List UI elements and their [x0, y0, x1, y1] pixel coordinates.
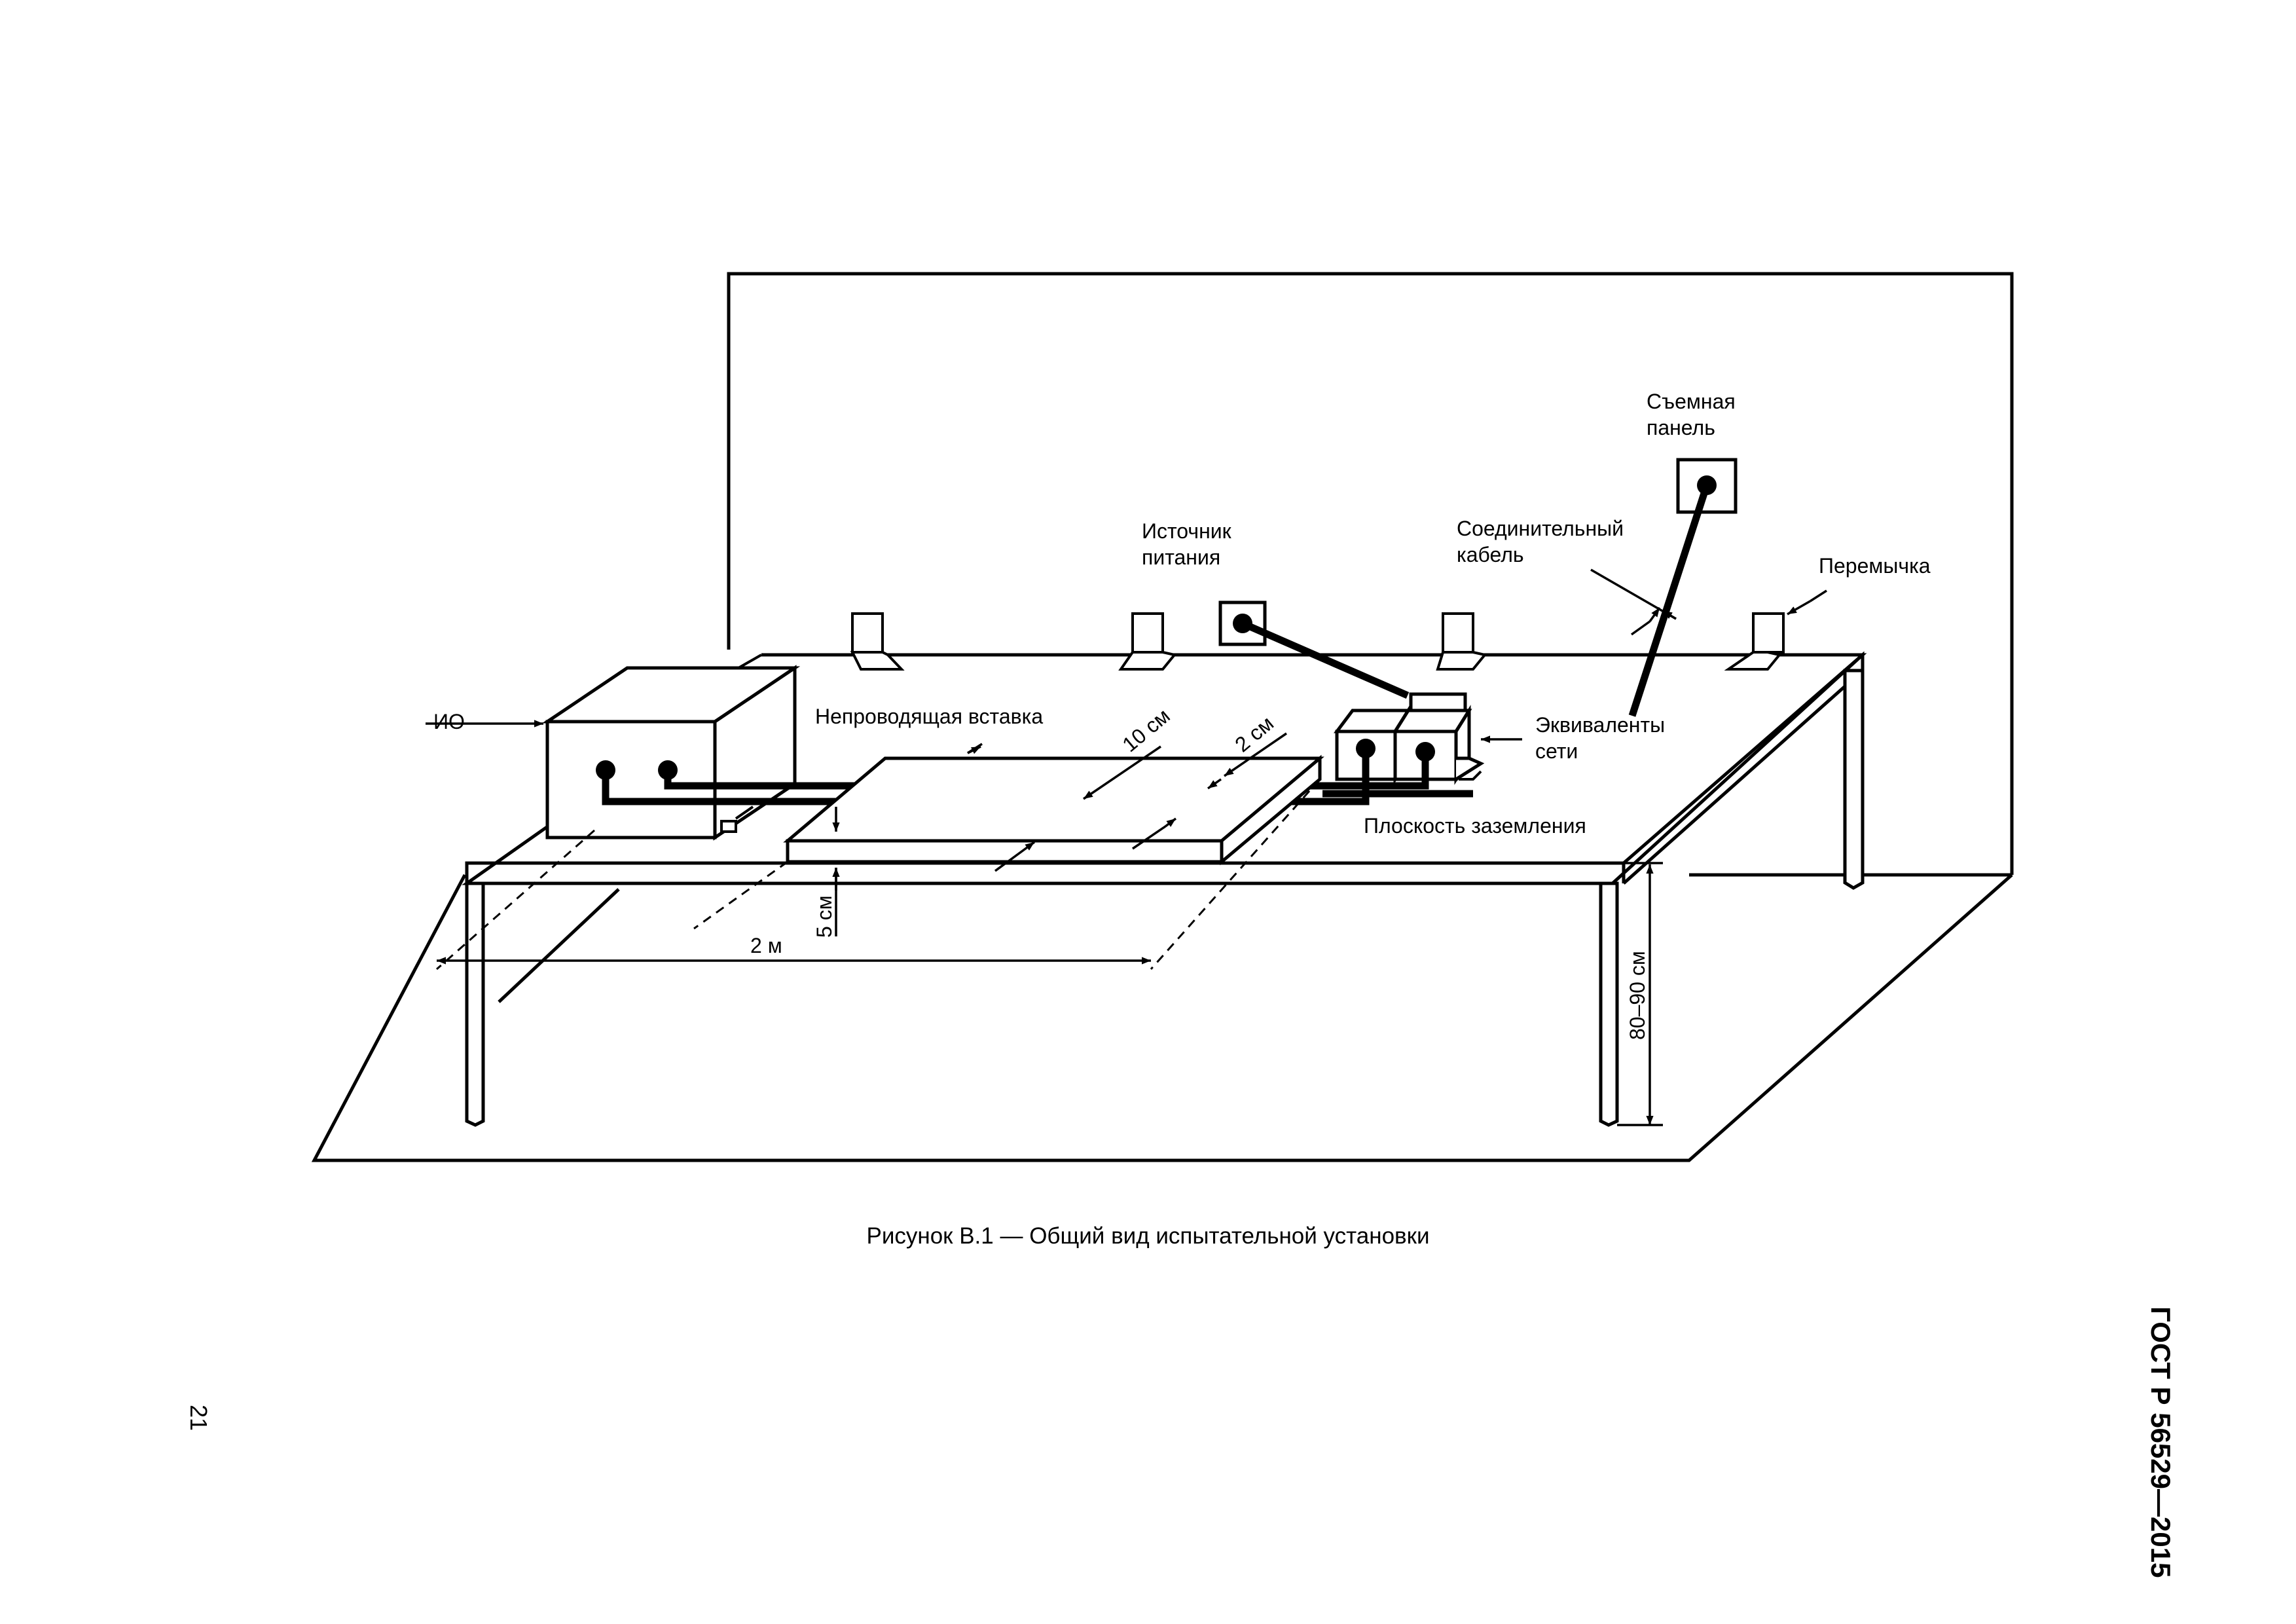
- jumpers: [850, 612, 1785, 671]
- label-cable-1: Соединительный: [1457, 517, 1624, 540]
- under-table-lines: [498, 888, 620, 1003]
- non-conducting-insert: [783, 754, 1324, 866]
- lisn-ground-strap: [1459, 770, 1482, 781]
- label-2cm: 2 см: [1230, 711, 1278, 756]
- jumper-4: [1724, 612, 1785, 671]
- figure-caption: Рисунок В.1 — Общий вид испытательной ус…: [866, 1223, 1430, 1249]
- projection-lines: [436, 757, 1321, 970]
- jumper-2: [1118, 612, 1177, 671]
- label-ground-plane: Плоскость заземления: [1364, 814, 1586, 838]
- label-insert: Непроводящая вставка: [815, 705, 1043, 728]
- floor: [311, 874, 2013, 1162]
- jumper-3: [1436, 612, 1487, 671]
- label-lisn-2: сети: [1535, 739, 1578, 763]
- label-height: 80–90 см: [1626, 951, 1649, 1040]
- label-eut: ИО: [433, 710, 465, 733]
- standard-code: ГОСТ Р 56529—2015: [2145, 1306, 2176, 1578]
- table-legs: [465, 669, 1865, 1127]
- dimension-lines: [426, 568, 1827, 1126]
- label-lisn-1: Эквиваленты: [1535, 713, 1665, 737]
- power-cable: [1241, 619, 1410, 699]
- eut-box: [541, 665, 801, 841]
- label-jumper: Перемычка: [1819, 554, 1931, 578]
- lisn-units: [1334, 692, 1485, 785]
- label-power-source-2: питания: [1142, 545, 1220, 569]
- jumper-1: [850, 612, 905, 671]
- label-5cm: 5 см: [812, 895, 836, 938]
- label-panel-1: Съемная: [1647, 390, 1736, 413]
- label-power-source-1: Источник: [1142, 519, 1232, 543]
- eut-ground-strap: [720, 805, 754, 833]
- page-number: 21: [185, 1405, 212, 1431]
- label-cable-2: кабель: [1457, 543, 1524, 566]
- label-10cm: 10 см: [1118, 704, 1174, 757]
- connecting-cable: [1628, 484, 1711, 717]
- label-2m: 2 м: [750, 934, 782, 957]
- label-panel-2: панель: [1647, 416, 1715, 439]
